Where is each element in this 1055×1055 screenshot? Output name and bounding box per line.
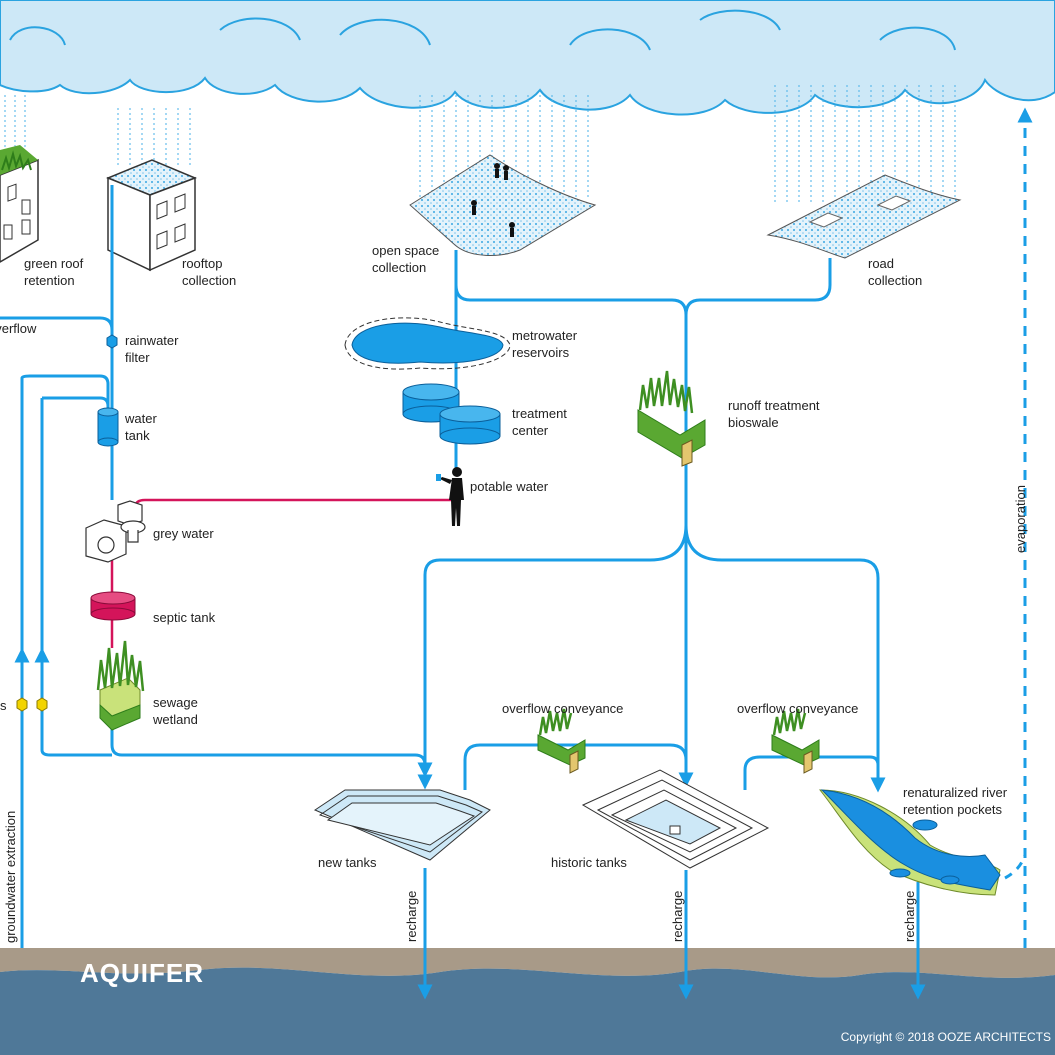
water-tank — [97, 407, 119, 447]
label-road: road collection — [868, 256, 923, 288]
label-bioswale: runoff treatment bioswale — [728, 398, 820, 430]
label-groundwater: groundwater extraction — [3, 810, 18, 943]
appliances — [85, 500, 146, 563]
label-recharge-3: recharge — [902, 890, 917, 942]
renaturalized-river — [818, 789, 1001, 896]
cloud — [0, 0, 1055, 116]
label-recharge-2: recharge — [670, 890, 685, 942]
bioswale — [637, 370, 706, 467]
new-tanks — [313, 789, 491, 861]
septic-tank — [90, 591, 136, 621]
historic-tanks — [581, 769, 770, 869]
label-open-space: open space collection — [372, 243, 440, 275]
label-filters-partial: s — [0, 698, 7, 713]
aquifer-layer — [0, 967, 1055, 1055]
overflow-swale-2 — [771, 708, 820, 774]
label-new-tanks: new tanks — [318, 855, 377, 870]
label-metrowater: metrowater reservoirs — [512, 328, 578, 360]
sewage-wetland — [96, 640, 145, 731]
treatment-tanks — [402, 383, 501, 445]
label-potable: potable water — [470, 479, 549, 494]
metrowater-reservoir — [344, 317, 511, 370]
rooftop-building — [106, 159, 198, 272]
copyright: Copyright © 2018 OOZE ARCHITECTS — [840, 1030, 1051, 1044]
water-lines — [0, 185, 926, 1000]
label-rainwater-filter: rainwater filter — [125, 333, 179, 365]
open-space-plane — [409, 154, 597, 256]
label-evaporation: evaporation — [1013, 485, 1028, 553]
label-aquifer: AQUIFER — [80, 958, 204, 988]
label-overflow-conveyance-1: overflow conveyance — [502, 701, 624, 716]
label-recharge-1: recharge — [404, 890, 419, 942]
green-roof-building — [0, 145, 39, 263]
label-overflow-left: overflow — [0, 321, 37, 336]
yellow-filters — [16, 697, 48, 712]
label-historic-tanks: historic tanks — [551, 855, 627, 870]
river-evaporation-link — [1004, 854, 1027, 880]
label-sewage-wetland: sewage wetland — [153, 695, 198, 727]
rainwater-filter — [106, 334, 118, 349]
person-silhouette — [436, 467, 464, 526]
label-treatment: treatment center — [512, 406, 567, 438]
label-rooftop: rooftop collection — [182, 256, 237, 288]
label-grey-water: grey water — [153, 526, 214, 541]
label-river: renaturalized river retention pockets — [903, 785, 1008, 817]
label-overflow-conveyance-2: overflow conveyance — [737, 701, 859, 716]
label-green-roof: green roof retention — [24, 256, 84, 288]
label-septic-tank: septic tank — [153, 610, 216, 625]
overflow-swale-1 — [537, 708, 586, 774]
label-water-tank: water tank — [125, 411, 157, 443]
ground-layer — [0, 948, 1055, 978]
road-plane — [766, 174, 962, 259]
cloud-detail — [9, 9, 956, 51]
